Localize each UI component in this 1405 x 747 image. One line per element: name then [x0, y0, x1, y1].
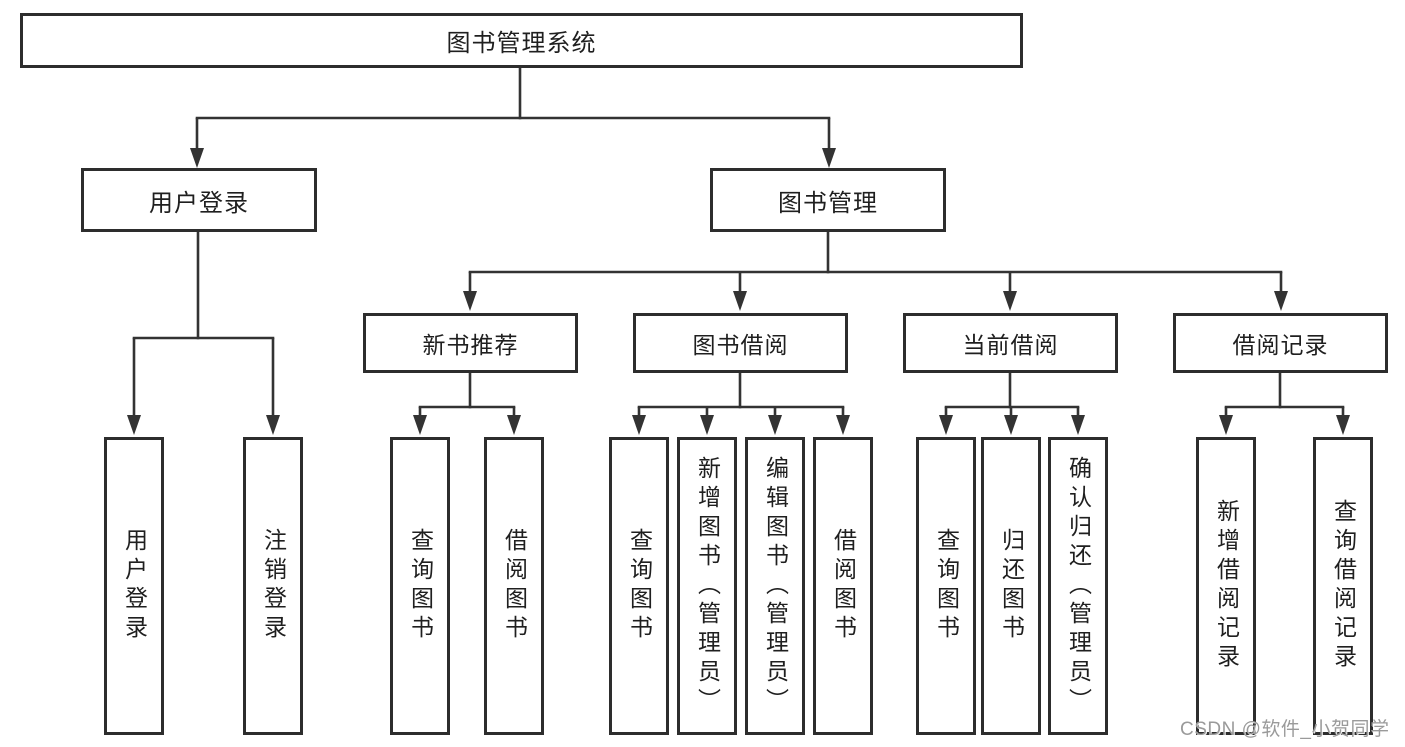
leaf-add-books-admin: 新增图书（管理员）: [677, 437, 737, 735]
leaf-edit-books-admin: 编辑图书（管理员）: [745, 437, 805, 735]
leaf-logout-label: 注销登录: [260, 528, 287, 644]
connector-user-login-to-leaves: [127, 232, 280, 435]
leaf-borrow-books-1: 借阅图书: [484, 437, 544, 735]
leaf-logout: 注销登录: [243, 437, 303, 735]
leaf-user-login-label: 用户登录: [121, 528, 148, 644]
node-root-label: 图书管理系统: [446, 30, 597, 57]
leaf-return-books-label: 归还图书: [998, 528, 1025, 644]
node-current-borrow-label: 当前借阅: [962, 332, 1059, 358]
leaf-query-books-1-label: 查询图书: [407, 528, 434, 644]
leaf-query-borrow-record-label: 查询借阅记录: [1330, 499, 1357, 673]
node-borrow-record-label: 借阅记录: [1232, 332, 1329, 358]
connector-book-management-to-level3: [463, 232, 1288, 311]
leaf-borrow-books-2: 借阅图书: [813, 437, 873, 735]
leaf-query-borrow-record: 查询借阅记录: [1313, 437, 1373, 735]
connector-book-borrow-to-leaves: [632, 373, 850, 435]
leaf-add-books-admin-label: 新增图书（管理员）: [694, 455, 721, 717]
leaf-query-books-2-label: 查询图书: [626, 528, 653, 644]
node-book-borrow: 图书借阅: [633, 313, 848, 373]
leaf-borrow-books-1-label: 借阅图书: [501, 528, 528, 644]
connector-root-to-level2: [190, 68, 836, 168]
leaf-query-books-1: 查询图书: [390, 437, 450, 735]
leaf-return-books: 归还图书: [981, 437, 1041, 735]
leaf-edit-books-admin-label: 编辑图书（管理员）: [762, 455, 789, 717]
leaf-add-borrow-record: 新增借阅记录: [1196, 437, 1256, 735]
node-book-management-label: 图书管理: [778, 189, 878, 217]
node-book-borrow-label: 图书借阅: [692, 332, 789, 358]
node-user-login: 用户登录: [81, 168, 317, 232]
leaf-confirm-return-admin: 确认归还（管理员）: [1048, 437, 1108, 735]
leaf-borrow-books-2-label: 借阅图书: [830, 528, 857, 644]
leaf-user-login: 用户登录: [104, 437, 164, 735]
connector-borrow-record-to-leaves: [1219, 373, 1350, 435]
watermark: CSDN @软件_小贺同学: [1180, 719, 1390, 740]
leaf-query-books-2: 查询图书: [609, 437, 669, 735]
node-book-management: 图书管理: [710, 168, 946, 232]
leaf-confirm-return-admin-label: 确认归还（管理员）: [1065, 455, 1092, 717]
leaf-query-books-3: 查询图书: [916, 437, 976, 735]
node-borrow-record: 借阅记录: [1173, 313, 1388, 373]
leaf-add-borrow-record-label: 新增借阅记录: [1213, 499, 1240, 673]
node-current-borrow: 当前借阅: [903, 313, 1118, 373]
connector-current-borrow-to-leaves: [939, 373, 1085, 435]
leaf-query-books-3-label: 查询图书: [933, 528, 960, 644]
node-new-book-recommend-label: 新书推荐: [422, 332, 519, 358]
node-user-login-label: 用户登录: [149, 189, 249, 217]
connector-new-book-to-leaves: [413, 373, 521, 435]
node-new-book-recommend: 新书推荐: [363, 313, 578, 373]
node-root: 图书管理系统: [20, 13, 1023, 68]
